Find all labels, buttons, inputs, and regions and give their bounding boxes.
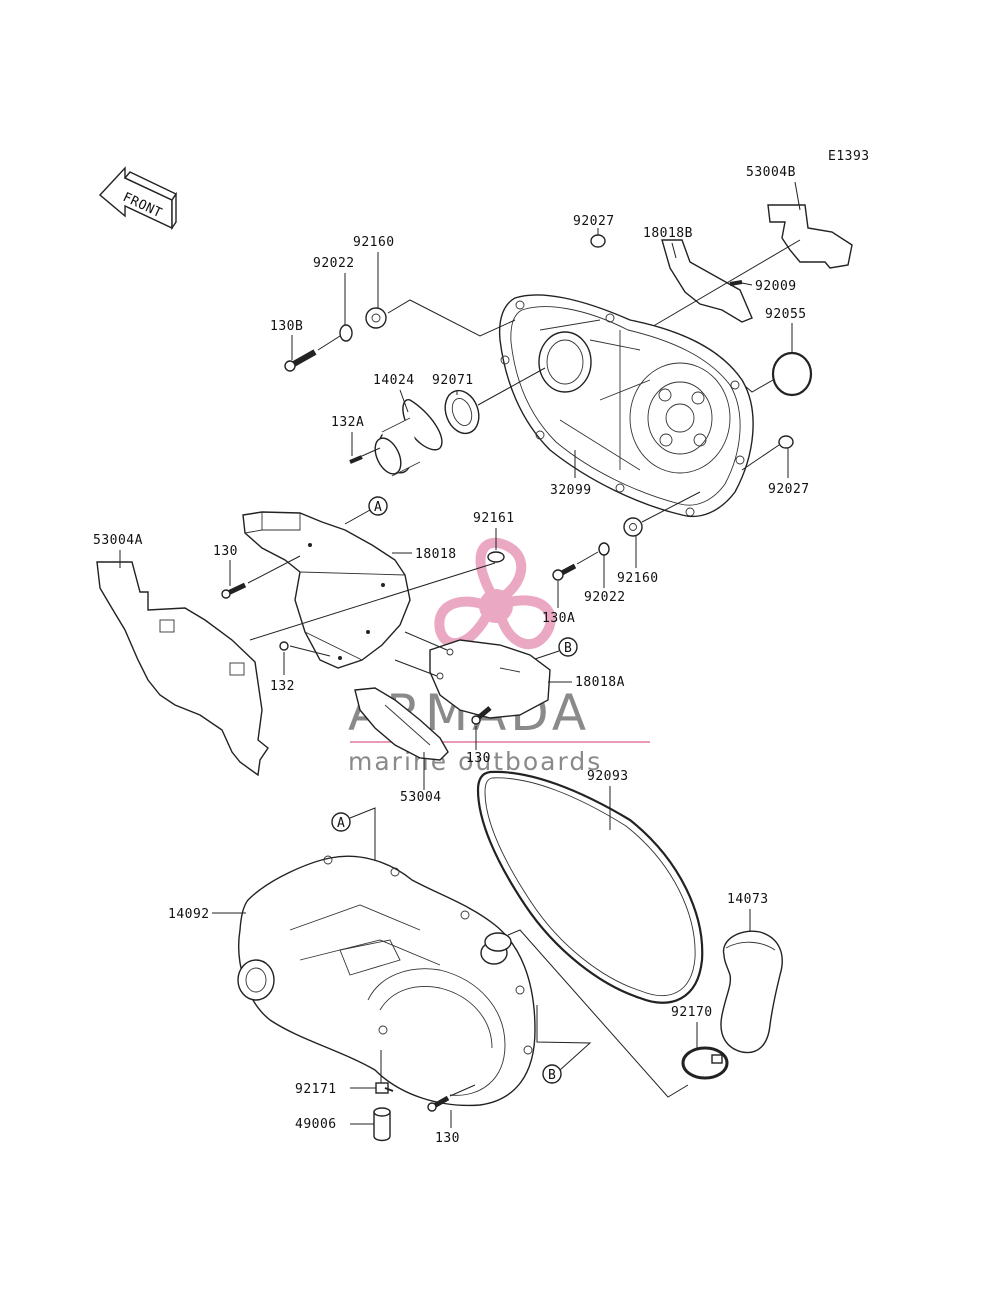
heat-shield-53004a [96, 561, 269, 777]
inspection-cap [480, 932, 512, 965]
propeller-logo-icon [434, 537, 556, 650]
washer-92022-top [339, 324, 353, 342]
label-92093: 92093 [587, 769, 629, 784]
label-14024: 14024 [373, 373, 415, 388]
label-32099: 32099 [550, 483, 592, 498]
clip-92171 [375, 1082, 394, 1094]
bolt-92009 [729, 280, 743, 286]
svg-text:B: B [564, 641, 572, 656]
label-130a: 130A [542, 611, 575, 626]
clamp-92170 [681, 1046, 729, 1080]
seal-92071 [444, 389, 480, 435]
watermark-tagline: marine outboards [348, 747, 602, 776]
label-18018a: 18018A [575, 675, 625, 690]
bracket-18018a [429, 639, 551, 719]
front-arrow-icon: FRONT [98, 166, 178, 231]
label-49006: 49006 [295, 1117, 337, 1132]
label-92160-top: 92160 [353, 235, 395, 250]
label-92027-top: 92027 [573, 214, 615, 229]
heat-shield-53004b [767, 204, 853, 269]
label-92055: 92055 [765, 307, 807, 322]
svg-text:A: A [337, 816, 345, 831]
duct-14073 [720, 930, 783, 1054]
label-92009: 92009 [755, 279, 797, 294]
damper-92027-right [778, 435, 794, 449]
callout-b-lower: B [542, 1064, 562, 1084]
label-132a: 132A [331, 415, 364, 430]
svg-text:A: A [374, 500, 382, 515]
clutch-cover-32099 [498, 294, 754, 518]
callout-a-lower: A [331, 812, 351, 832]
collar-92160-top [365, 307, 387, 329]
o-ring-92161 [487, 551, 505, 563]
svg-text:B: B [548, 1068, 556, 1083]
label-130-bottom: 130 [435, 1131, 460, 1146]
label-53004a: 53004A [93, 533, 143, 548]
label-14073: 14073 [727, 892, 769, 907]
label-92022-top: 92022 [313, 256, 355, 271]
label-130b: 130B [270, 319, 303, 334]
hose-49006 [373, 1107, 391, 1142]
bolt-130-middle [471, 706, 492, 725]
label-92171: 92171 [295, 1082, 337, 1097]
heat-shield-53004 [354, 687, 449, 761]
bolt-130a [552, 563, 577, 581]
o-ring-92055 [771, 351, 813, 397]
label-53004b: 53004B [746, 165, 796, 180]
collar-92160-lower [623, 517, 643, 537]
label-92027-right: 92027 [768, 482, 810, 497]
screw-132 [279, 641, 289, 651]
label-92170: 92170 [671, 1005, 713, 1020]
label-92161: 92161 [473, 511, 515, 526]
bolt-130b [284, 349, 317, 372]
gasket-92093 [476, 770, 704, 1004]
diagram-code: E1393 [828, 149, 870, 164]
damper-92027-top [590, 234, 606, 248]
bolt-130-left [221, 582, 247, 599]
callout-a-top: A [368, 496, 388, 516]
label-130-left: 130 [213, 544, 238, 559]
label-14092: 14092 [168, 907, 210, 922]
label-18018: 18018 [415, 547, 457, 562]
washer-92022-lower [598, 542, 610, 556]
callout-b-middle: B [558, 637, 578, 657]
heat-guard-18018 [242, 511, 411, 669]
outer-cover-14092 [237, 855, 536, 1107]
label-130-middle: 130 [466, 751, 491, 766]
bracket-18018b [661, 239, 753, 323]
screw-132a [349, 455, 363, 464]
label-53004: 53004 [400, 790, 442, 805]
bolt-130-bottom [427, 1095, 450, 1112]
label-92160-lower: 92160 [617, 571, 659, 586]
cap-14024 [374, 398, 443, 477]
label-92071: 92071 [432, 373, 474, 388]
label-132: 132 [270, 679, 295, 694]
label-92022-lower: 92022 [584, 590, 626, 605]
label-18018b: 18018B [643, 226, 693, 241]
